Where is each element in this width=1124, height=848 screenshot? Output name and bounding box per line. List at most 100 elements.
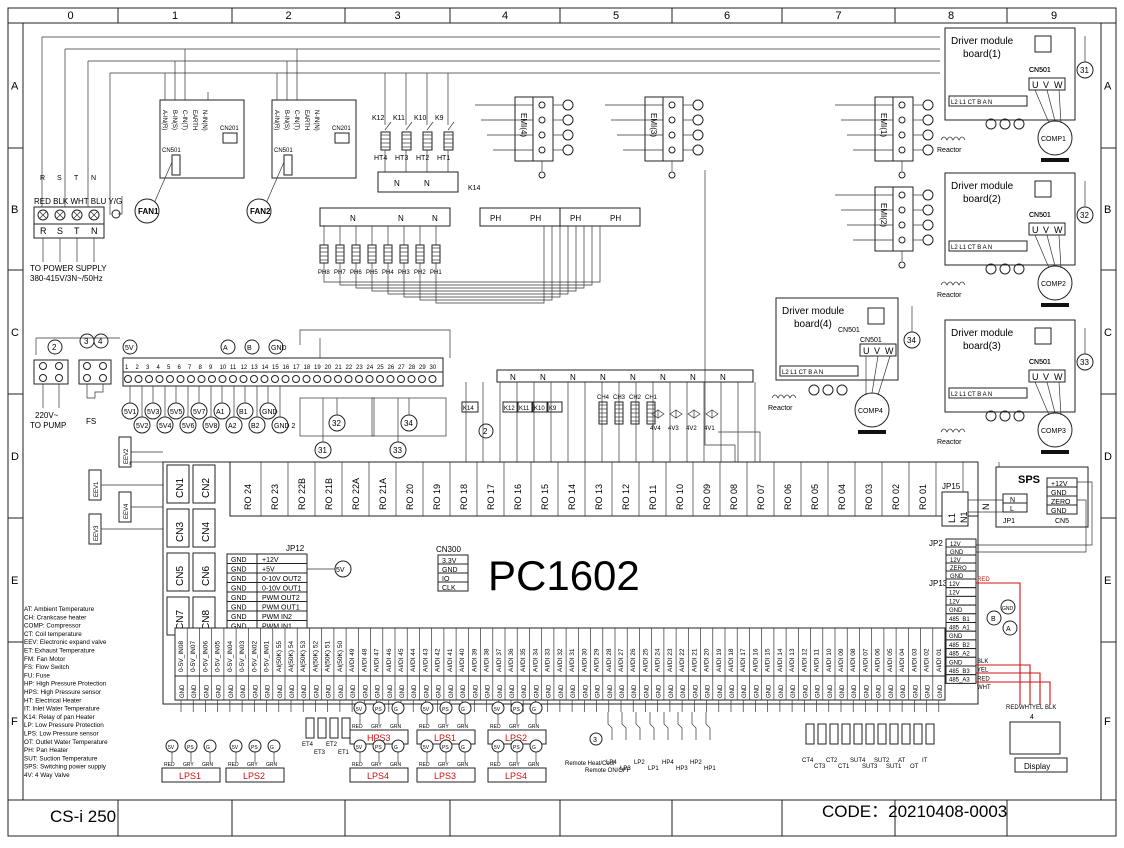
svg-text:GND: GND: [938, 684, 944, 698]
svg-text:GRY: GRY: [438, 724, 449, 730]
svg-text:CN501: CN501: [1029, 67, 1051, 74]
compressor-label: COMP1: [1041, 136, 1066, 143]
svg-text:GND: GND: [376, 684, 382, 698]
display-wire-label: RED: [1006, 705, 1019, 711]
svg-text:14: 14: [262, 365, 269, 371]
svg-text:6: 6: [178, 365, 182, 371]
svg-text:11: 11: [230, 365, 237, 371]
svg-text:29: 29: [419, 365, 426, 371]
power-terminal-T: T: [74, 226, 80, 236]
sensor-pin-label: G: [206, 745, 210, 751]
svg-text:GND: GND: [877, 684, 883, 698]
svg-text:RED: RED: [490, 762, 501, 768]
reactor-icon: [940, 136, 966, 141]
svg-text:GND: GND: [547, 684, 553, 698]
power-terminal-S: S: [57, 226, 63, 236]
grid-column-label: 1: [172, 10, 178, 22]
board-input-label: 0-5V_IN03: [239, 641, 246, 672]
board-input-label: AI/DI 13: [789, 648, 796, 672]
svg-text:N: N: [91, 175, 96, 182]
board-input-label: AI/DI 47: [374, 648, 381, 672]
temp-sensor-label: CT1: [838, 764, 850, 770]
power-supply-label: TO POWER SUPPLY: [30, 264, 107, 273]
board-input-label: AI/DI 26: [630, 648, 637, 672]
drawing-code: CODE：20210408-0003: [822, 802, 1007, 821]
jp13-pin: GND: [949, 634, 963, 640]
relay-output-label: RO 20: [405, 484, 415, 510]
board-input-label: AI/DI 48: [361, 648, 368, 672]
svg-text:GRY: GRY: [183, 762, 194, 768]
legend-item: FU: Fuse: [24, 672, 50, 679]
sensor-circle-label: B1: [239, 409, 248, 416]
svg-text:4: 4: [1030, 714, 1034, 721]
svg-text:GRY: GRY: [509, 724, 520, 730]
reactor-label: Reactor: [768, 405, 793, 412]
svg-text:N: N: [540, 373, 546, 382]
sensor-circle-label: 5V8: [205, 423, 218, 430]
svg-text:CN201: CN201: [220, 126, 239, 132]
sps-title: SPS: [1018, 474, 1040, 486]
reactor-label: Reactor: [937, 292, 962, 299]
relay-output-label: RO 18: [459, 484, 469, 510]
valve-icon: [669, 409, 683, 419]
svg-text:N: N: [424, 179, 430, 188]
svg-text:GND: GND: [461, 684, 467, 698]
terminal-top-circle: A: [223, 345, 228, 352]
relay-output-label: RO 07: [756, 484, 766, 510]
compressor-label: COMP2: [1041, 281, 1066, 288]
board-input-label: AI/DI 33: [545, 648, 552, 672]
svg-text:GND: GND: [754, 684, 760, 698]
grid-column-label: 7: [836, 10, 842, 22]
jp2-pin: 12V: [950, 542, 961, 548]
board-input-label: AI/DI 11: [814, 649, 821, 672]
eev-label: EEV1: [94, 481, 100, 497]
legend-item: HPS: High Pressure sensor: [24, 689, 101, 696]
legend-item: FM: Fan Motor: [24, 656, 65, 663]
legend-item: EEV: Electronic expand valve: [24, 639, 107, 646]
pressure-sensor-label: LPS1: [434, 733, 456, 743]
svg-text:GND: GND: [231, 614, 247, 621]
svg-text:U: U: [1032, 225, 1039, 235]
cn300-label: CN300: [436, 545, 461, 554]
grid-row-label: A: [11, 81, 19, 93]
valve-label: 4V2: [686, 426, 697, 432]
board-input-label: AI/DI 31: [569, 648, 576, 672]
sensor-circle-label: A2: [228, 423, 237, 430]
sensor-pin-label: PS: [375, 745, 382, 751]
svg-text:T: T: [74, 175, 79, 182]
relay-output-label: RO 22A: [351, 478, 361, 510]
reactor-icon: [940, 428, 966, 433]
svg-text:GND: GND: [864, 684, 870, 698]
svg-text:GND: GND: [522, 684, 528, 698]
pan-heater-label: PH2: [414, 270, 426, 276]
svg-text:GND: GND: [231, 605, 247, 612]
relay-output-label: N: [981, 504, 991, 511]
compressor-label: COMP3: [1041, 428, 1066, 435]
sensor-circle-label: GND: [262, 409, 278, 416]
svg-text:GND: GND: [339, 684, 345, 698]
board-input-label: AI/DI 18: [728, 648, 735, 672]
svg-text:GND: GND: [229, 684, 235, 698]
eev-label: EEV4: [124, 503, 130, 519]
sensor-pin-label: 5V: [356, 745, 363, 751]
svg-text:GND: GND: [926, 684, 932, 698]
legend-item: CT: Coil temperature: [24, 631, 82, 638]
sensor-pin-label: PS: [442, 707, 449, 713]
relay-output-label: RO 06: [783, 484, 793, 510]
svg-text:GND: GND: [290, 684, 296, 698]
svg-text:13: 13: [251, 365, 258, 371]
pressure-sensor-label: LPS1: [179, 771, 201, 781]
relay-label: K11: [393, 115, 405, 122]
svg-text:GND: GND: [608, 684, 614, 698]
board-input-label: AI/DI 32: [557, 648, 564, 672]
relay-label: K12: [372, 115, 385, 122]
legend-item: PH: Pan Heater: [24, 747, 68, 754]
power-bus: [41, 36, 940, 215]
svg-text:GND: GND: [693, 684, 699, 698]
svg-text:GND: GND: [681, 684, 687, 698]
grid-column-label: 5: [613, 10, 619, 22]
fan-motor-icon: [134, 198, 160, 224]
